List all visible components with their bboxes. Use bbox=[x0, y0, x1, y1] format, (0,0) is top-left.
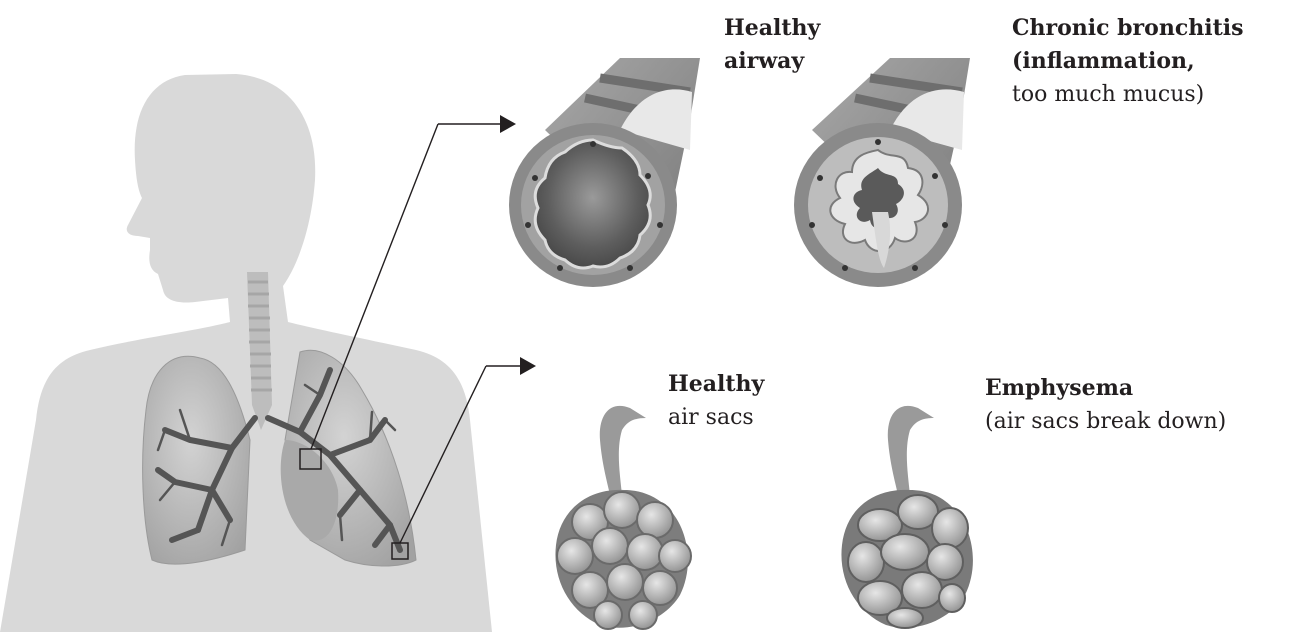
healthy-air-sacs-label-line2: air sacs bbox=[668, 401, 764, 434]
healthy-airway-illustration bbox=[509, 58, 700, 287]
healthy-air-sacs-label-line1: Healthy bbox=[668, 368, 764, 401]
emphysema-air-sacs-illustration bbox=[841, 406, 972, 628]
chronic-bronchitis-label-line3: too much mucus) bbox=[1012, 78, 1243, 111]
arrow-to-airways bbox=[500, 115, 516, 133]
healthy-air-sacs-illustration bbox=[555, 406, 691, 629]
healthy-air-sacs-label: Healthy air sacs bbox=[668, 368, 764, 434]
bronchitis-airway-illustration bbox=[794, 58, 970, 287]
arrow-to-air-sacs bbox=[520, 357, 536, 375]
chronic-bronchitis-label: Chronic bronchitis (inflammation, too mu… bbox=[1012, 12, 1243, 111]
human-silhouette bbox=[0, 74, 492, 632]
emphysema-label-line2: (air sacs break down) bbox=[985, 405, 1226, 438]
emphysema-label: Emphysema (air sacs break down) bbox=[985, 372, 1226, 438]
healthy-airway-label: Healthy airway bbox=[724, 12, 820, 78]
chronic-bronchitis-label-line2: (inflammation, bbox=[1012, 45, 1243, 78]
chronic-bronchitis-label-line1: Chronic bronchitis bbox=[1012, 12, 1243, 45]
emphysema-label-line1: Emphysema bbox=[985, 372, 1226, 405]
healthy-airway-label-line2: airway bbox=[724, 45, 820, 78]
healthy-airway-label-line1: Healthy bbox=[724, 12, 820, 45]
